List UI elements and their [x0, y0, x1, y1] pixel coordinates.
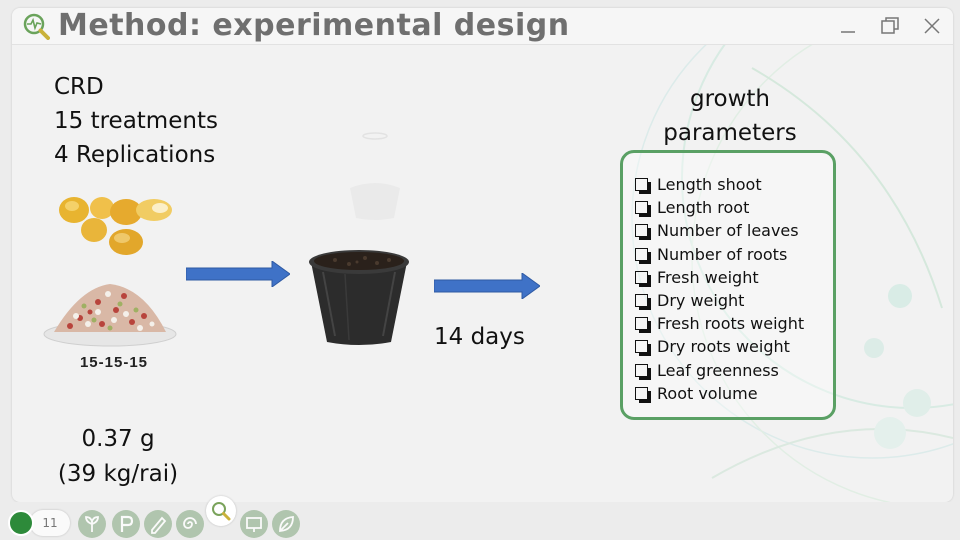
- faded-pot-image: [350, 132, 400, 220]
- parameters-box: Length shoot Length root Number of leave…: [620, 150, 836, 420]
- list-item: Number of leaves: [635, 219, 833, 242]
- soil-pot-image: [309, 250, 409, 345]
- screen-icon[interactable]: [240, 510, 268, 538]
- design-info: CRD 15 treatments 4 Replications: [54, 70, 218, 172]
- arrow-right-icon: [186, 261, 290, 287]
- checkbox-icon: [635, 201, 651, 218]
- dose-amount: 0.37 g: [81, 426, 155, 452]
- minimize-icon[interactable]: [836, 14, 860, 38]
- checkbox-icon: [635, 224, 651, 241]
- list-item: Fresh weight: [635, 266, 833, 289]
- dose-info: 0.37 g (39 kg/rai): [48, 422, 188, 492]
- slide: Method: experimental design CRD 15 treat…: [12, 8, 953, 502]
- arrow-right-icon-2: [434, 273, 540, 299]
- corn-seeds-image: [59, 197, 172, 255]
- duration-label: 14 days: [434, 324, 525, 350]
- checkbox-icon: [635, 270, 651, 287]
- list-item: Fresh roots weight: [635, 312, 833, 335]
- design-line-treatments: 15 treatments: [54, 108, 218, 134]
- logo-icon: [8, 510, 34, 536]
- page-title: Method: experimental design: [58, 8, 570, 43]
- list-item: Length shoot: [635, 173, 833, 196]
- close-icon[interactable]: [920, 14, 944, 38]
- dose-rate: (39 kg/rai): [57, 461, 179, 487]
- checkbox-icon: [635, 247, 651, 264]
- list-item: Root volume: [635, 382, 833, 405]
- list-item: Length root: [635, 196, 833, 219]
- pencil-icon[interactable]: [144, 510, 172, 538]
- title-bar: Method: experimental design: [12, 8, 953, 45]
- design-line-replications: 4 Replications: [54, 142, 216, 168]
- list-item: Leaf greenness: [635, 359, 833, 382]
- leaf-icon[interactable]: [272, 510, 300, 538]
- page-number: 11: [30, 510, 70, 536]
- parameters-title-line1: growth: [689, 86, 771, 112]
- fertilizer-label: 15-15-15: [79, 354, 149, 371]
- parameters-list: Length shoot Length root Number of leave…: [623, 153, 833, 405]
- list-item: Dry weight: [635, 289, 833, 312]
- design-line-crd: CRD: [54, 74, 104, 100]
- search-pulse-icon: [23, 13, 50, 40]
- checkbox-icon: [635, 363, 651, 380]
- list-item: Number of roots: [635, 243, 833, 266]
- list-item: Dry roots weight: [635, 335, 833, 358]
- checkbox-icon: [635, 178, 651, 194]
- taskbar: 11: [0, 496, 960, 540]
- checkbox-icon: [635, 386, 651, 403]
- checkbox-icon: [635, 293, 651, 310]
- parameters-title: growth parameters: [638, 82, 822, 150]
- checkbox-icon: [635, 340, 651, 357]
- search-icon[interactable]: [206, 496, 236, 526]
- restore-icon[interactable]: [878, 14, 902, 38]
- spiral-icon[interactable]: [176, 510, 204, 538]
- checkbox-icon: [635, 317, 651, 334]
- sprout-icon[interactable]: [78, 510, 106, 538]
- fertilizer-image: [43, 284, 177, 347]
- parameters-title-line2: parameters: [663, 120, 797, 146]
- p-icon[interactable]: [112, 510, 140, 538]
